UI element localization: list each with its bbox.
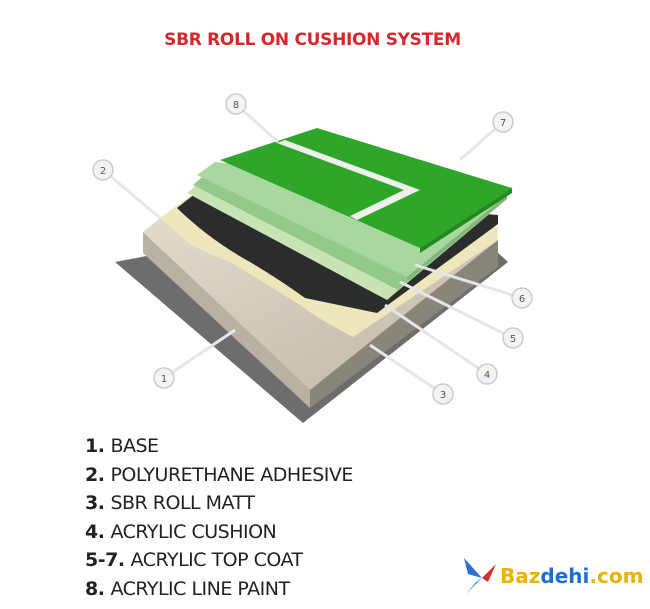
topcoat-layer-7-edge [420,188,512,253]
callout-3: 3 [432,383,454,405]
svg-text:8: 8 [233,100,239,111]
callout-4: 4 [476,363,498,385]
diagram-title: SBR ROLL ON CUSHION SYSTEM [164,30,461,50]
base-layer-right-side [310,240,498,408]
topcoat-layer-7 [220,128,512,248]
legend-item: 3.SBR ROLL MATT [85,492,255,514]
svg-text:3: 3 [440,390,446,401]
legend-item: 8.ACRYLIC LINE PAINT [85,577,290,600]
line-paint-stripe [277,140,420,220]
svg-text:1: 1 [161,374,167,385]
callout-6: 6 [511,287,533,309]
svg-text:7: 7 [500,118,506,129]
svg-text:6: 6 [519,294,525,305]
watermark: Bazdehi.com [462,556,643,596]
callout-8: 8 [225,93,247,115]
callout-1: 1 [153,367,175,389]
svg-text:5: 5 [510,334,516,345]
callout-7: 7 [492,111,514,133]
topcoat-layer-6-edge [407,195,507,282]
bird-logo-icon [464,558,496,594]
legend-item: 4.ACRYLIC CUSHION [85,520,277,543]
legend-item: 1.BASE [85,435,159,457]
legend-item: 2.POLYURETHANE ADHESIVE [85,463,353,486]
legend: 1.BASE 2.POLYURETHANE ADHESIVE 3.SBR ROL… [85,432,353,603]
callout-5: 5 [502,327,524,349]
legend-item: 5-7.ACRYLIC TOP COAT [85,549,303,571]
base-layer-side [143,232,310,408]
svg-text:2: 2 [100,166,106,177]
svg-text:4: 4 [484,370,490,381]
watermark-text: Bazdehi.com [500,564,644,588]
callout-2: 2 [92,159,114,181]
